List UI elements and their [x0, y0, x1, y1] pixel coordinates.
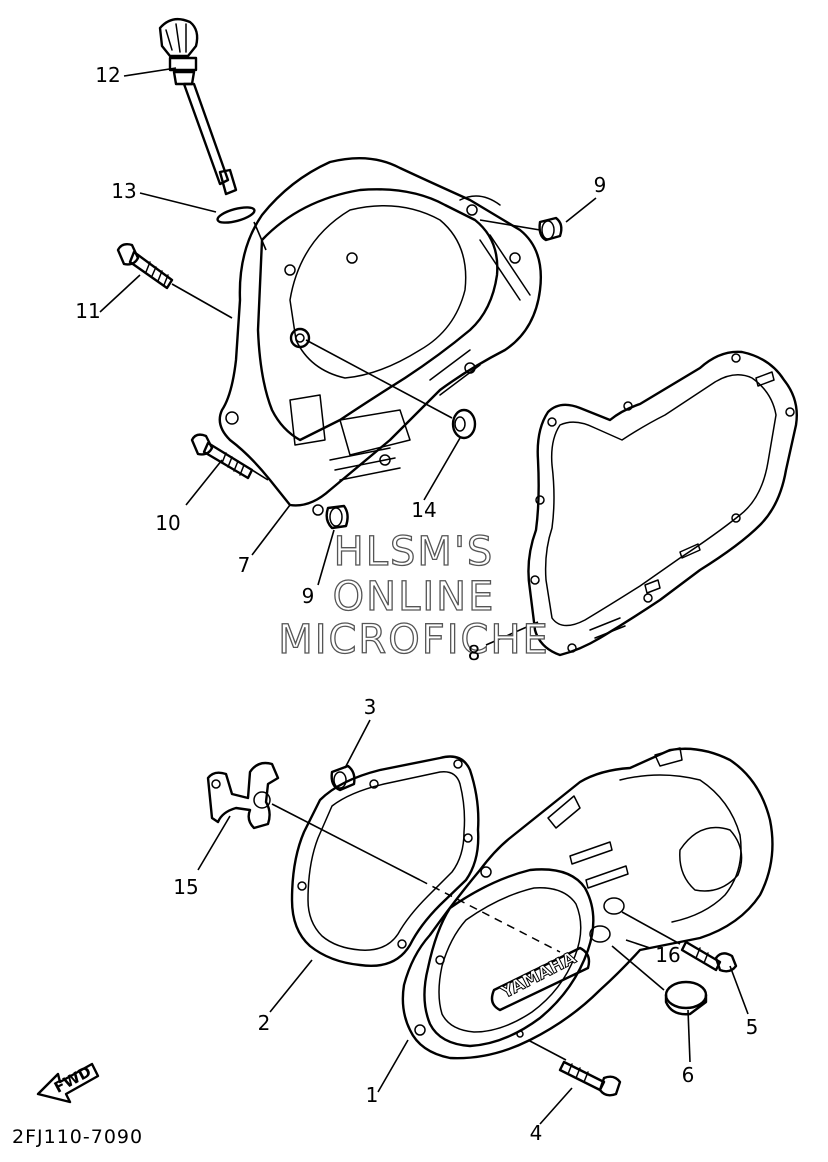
- part-10-bolt: [190, 433, 254, 480]
- diagram-code: 2FJ110-7090: [12, 1126, 143, 1148]
- callout-14: 14: [411, 498, 436, 522]
- part-16-bolt: [680, 940, 738, 973]
- callout-3: 3: [364, 695, 377, 719]
- part-6-plug: [664, 980, 708, 1016]
- callout-11: 11: [75, 299, 100, 323]
- callout-4: 4: [530, 1121, 543, 1145]
- fwd-arrow: FWD: [36, 1062, 100, 1104]
- callout-1: 1: [366, 1083, 379, 1107]
- watermark-line-3: MICROFICHE: [278, 617, 550, 663]
- watermark: HLSM'S ONLINE MICROFICHE: [278, 528, 550, 663]
- leader-lines-lower: [197, 719, 749, 1125]
- part-9-dowel-pin-lower: [325, 504, 349, 530]
- callout-8: 8: [468, 641, 481, 665]
- callout-13: 13: [111, 179, 136, 203]
- callout-6: 6: [682, 1063, 695, 1087]
- part-2-gasket: [290, 755, 480, 967]
- part-4-bolt: [558, 1060, 622, 1097]
- part-1-crankcase-cover: YAMAHA: [401, 747, 774, 1060]
- callout-16: 16: [655, 943, 680, 967]
- callout-9-upper: 9: [594, 173, 607, 197]
- watermark-line-1: HLSM'S: [334, 529, 495, 575]
- part-9-dowel-pin-upper: [538, 216, 563, 242]
- part-12-dipstick: [158, 17, 238, 196]
- part-14-collar: [451, 408, 477, 440]
- callout-labels: 12 13 11 9 14 10 7 9 8 3 15 16 2 5 6 1 4: [75, 63, 758, 1145]
- part-3-dowel-pin: [330, 764, 356, 792]
- part-13-o-ring: [216, 206, 256, 224]
- yamaha-emblem-text: YAMAHA: [497, 948, 580, 1004]
- part-7-crankcase-cover: [218, 157, 542, 516]
- leader-lines-upper: [99, 67, 597, 646]
- callout-12: 12: [95, 63, 120, 87]
- part-8-gasket: [527, 350, 798, 657]
- callout-9-lower: 9: [302, 584, 315, 608]
- callout-2: 2: [258, 1011, 271, 1035]
- callout-15: 15: [173, 875, 198, 899]
- callout-10: 10: [155, 511, 180, 535]
- part-15-bracket: [206, 761, 280, 830]
- watermark-line-2: ONLINE: [333, 574, 496, 620]
- callout-5: 5: [746, 1015, 759, 1039]
- part-11-bolt: [116, 242, 174, 290]
- callout-7: 7: [238, 553, 251, 577]
